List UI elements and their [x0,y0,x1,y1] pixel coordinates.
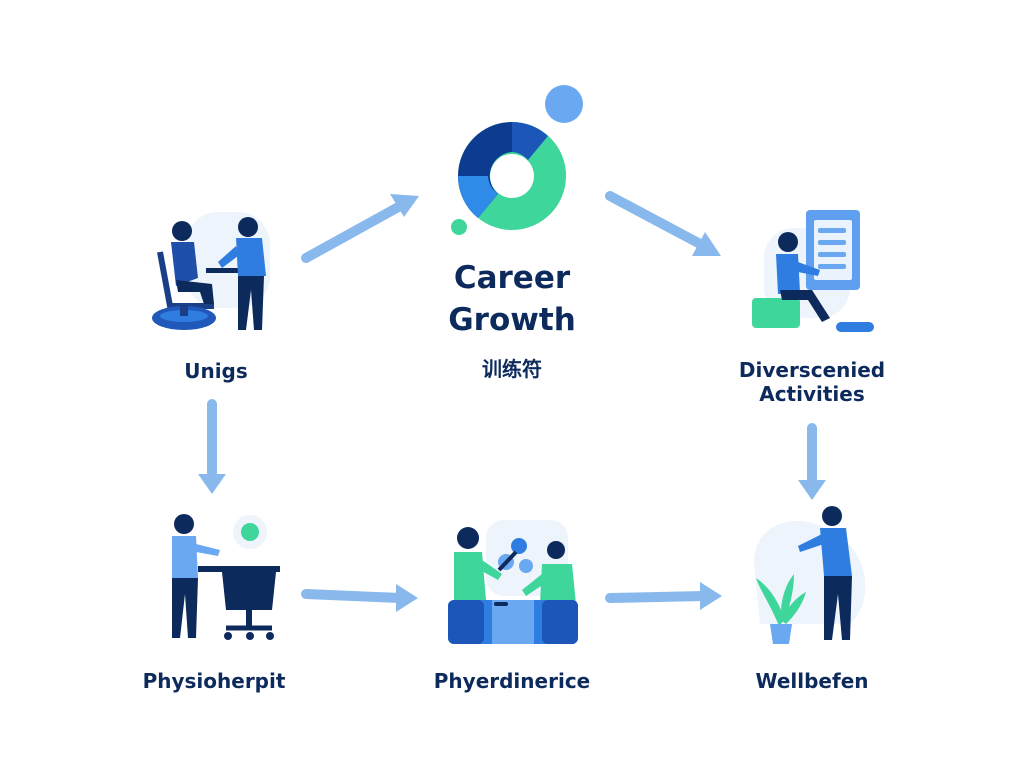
wellbeing-illustration-icon [754,506,866,644]
diverse-activities-illustration-icon [752,210,874,332]
diverse-line1: Diverscenied [738,358,886,382]
arrow-physio-to-phyer [301,584,418,612]
career-donut-icon [451,85,583,235]
phyer-illustration-icon [448,520,578,644]
arrow-career-to-diverse [605,191,721,256]
node-label-unigs: Unigs [184,359,248,383]
unigs-illustration-icon [152,212,270,330]
career-subtitle: 训练符 [482,357,542,381]
arrow-diverse-to-well [798,423,826,500]
node-label-wellbeing: Wellbefen [755,669,869,693]
arrow-unigs-to-career [301,194,419,263]
dot-large-icon [545,85,583,123]
physio-illustration-icon [172,514,280,640]
career-growth-title: Career Growth [448,258,576,342]
arrow-unigs-to-physio [198,399,226,494]
dot-small-icon [451,219,467,235]
diverse-line2: Activities [759,382,865,406]
career-title-line2: Growth [448,301,576,338]
arrow-phyer-to-well [605,582,722,610]
career-title-line1: Career [453,260,571,296]
node-label-physio: Physioherpit [142,669,286,693]
node-label-phyer: Phyerdinerice [433,669,591,693]
node-label-diverse-activities: Diverscenied Activities [739,358,885,406]
